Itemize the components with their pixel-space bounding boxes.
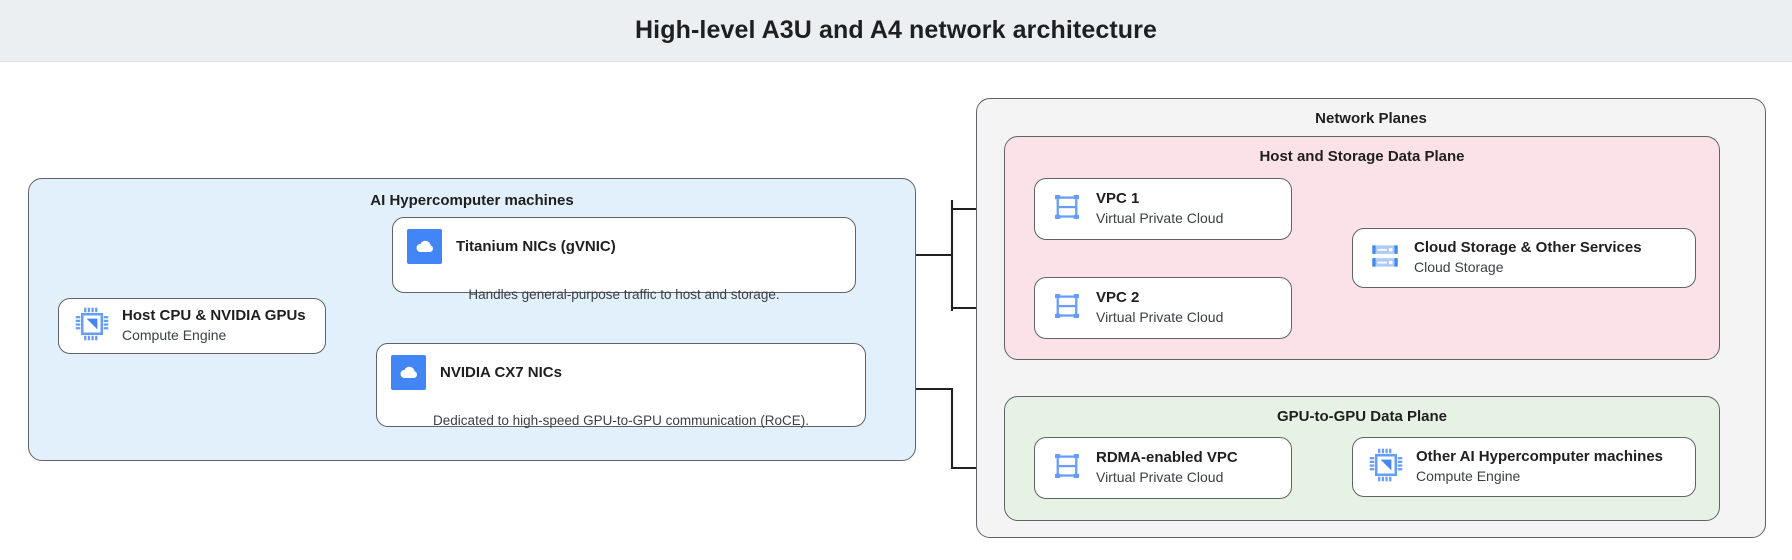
cloud-icon [407,229,442,264]
node-title: Cloud Storage & Other Services [1414,239,1642,257]
cpu-chip-icon [75,307,109,346]
node-title: NVIDIA CX7 NICs [440,364,562,381]
node-other-ai-hypercomputer-machines[interactable]: Other AI Hypercomputer machines Compute … [1352,437,1696,497]
node-vpc-1[interactable]: VPC 1 Virtual Private Cloud [1034,178,1292,240]
cpu-chip-icon [1369,448,1403,487]
node-title: Host CPU & NVIDIA GPUs [122,307,306,325]
node-cloud-storage[interactable]: Cloud Storage & Other Services Cloud Sto… [1352,228,1696,288]
node-subtitle: Cloud Storage [1414,259,1504,276]
node-subtitle: Compute Engine [1416,468,1521,485]
node-title: RDMA-enabled VPC [1096,449,1238,467]
vpc-icon [1051,450,1083,487]
node-title: Other AI Hypercomputer machines [1416,448,1664,466]
page-title: High-level A3U and A4 network architectu… [635,16,1157,44]
node-host-cpu-gpus[interactable]: Host CPU & NVIDIA GPUs Compute Engine [58,298,326,354]
node-title: VPC 1 [1096,190,1140,208]
group-label-gpu-plane: GPU-to-GPU Data Plane [1276,408,1448,425]
node-caption: Dedicated to high-speed GPU-to-GPU commu… [433,413,809,428]
node-subtitle: Virtual Private Cloud [1096,469,1224,486]
node-title: VPC 2 [1096,289,1140,307]
vpc-icon [1051,290,1083,327]
node-vpc-2[interactable]: VPC 2 Virtual Private Cloud [1034,277,1292,339]
node-titanium-nics[interactable]: Titanium NICs (gVNIC) Handles general-pu… [392,217,856,302]
storage-rack-icon [1369,240,1401,277]
group-label-host-plane: Host and Storage Data Plane [1259,148,1465,165]
cloud-icon [391,355,426,390]
node-title: Titanium NICs (gVNIC) [456,238,616,255]
node-caption: Handles general-purpose traffic to host … [468,287,780,302]
node-subtitle: Compute Engine [122,327,227,344]
group-label-machines: AI Hypercomputer machines [370,192,574,209]
node-subtitle: Virtual Private Cloud [1096,309,1224,326]
page-header: High-level A3U and A4 network architectu… [0,0,1792,62]
node-subtitle: Virtual Private Cloud [1096,210,1224,227]
node-nvidia-cx7-nics[interactable]: NVIDIA CX7 NICs Dedicated to high-speed … [376,343,866,428]
node-rdma-enabled-vpc[interactable]: RDMA-enabled VPC Virtual Private Cloud [1034,437,1292,499]
vpc-icon [1051,191,1083,228]
group-label-network-planes: Network Planes [1315,110,1427,127]
